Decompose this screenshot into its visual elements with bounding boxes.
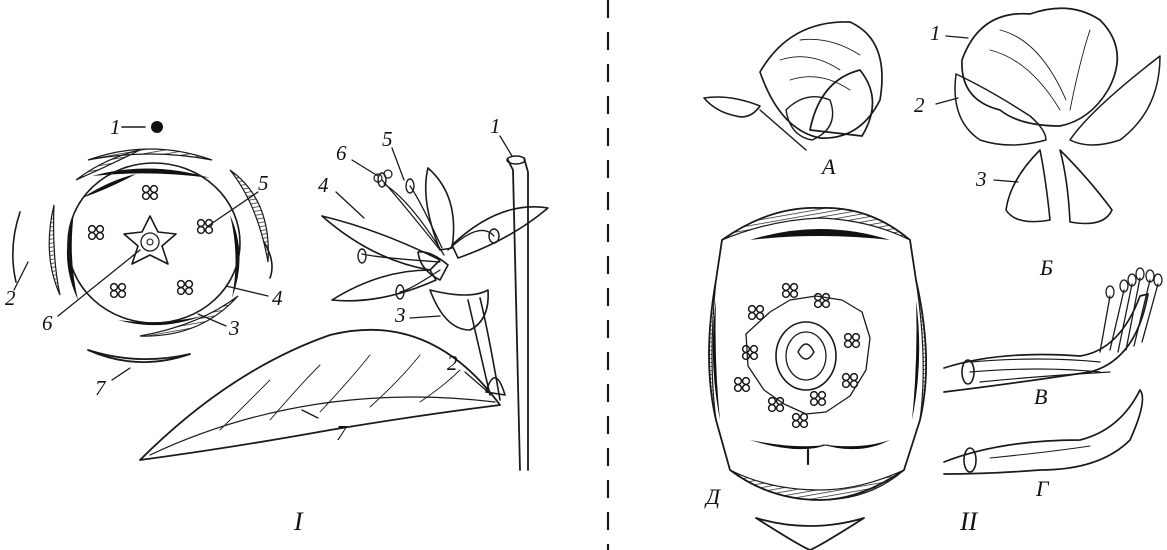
diagram-label-2: 2 <box>5 286 16 310</box>
drawing-label-2: 2 <box>447 351 458 375</box>
part-label-G: Г <box>1035 476 1050 501</box>
diagram-label-3: 3 <box>228 316 240 340</box>
part-label-D: Д <box>704 484 721 509</box>
floral-diagram-I: 1 2 3 4 5 6 7 <box>5 115 283 400</box>
floral-diagram-D <box>709 208 926 550</box>
drawing-label-5: 5 <box>382 127 393 151</box>
stamen-tube-V <box>944 268 1162 392</box>
panel-II-label: II <box>959 507 979 536</box>
petal-label-3: 3 <box>975 167 987 191</box>
diagram-label-7: 7 <box>95 376 107 400</box>
drawing-label-3: 3 <box>394 303 406 327</box>
plant-drawing-I: 1 2 3 4 5 6 7 <box>140 114 548 470</box>
axis-dot <box>151 121 163 133</box>
diagram-label-6: 6 <box>42 311 53 335</box>
petal-label-1: 1 <box>930 21 941 45</box>
diagram-label-1: 1 <box>110 115 121 139</box>
drawing-label-1: 1 <box>490 114 501 138</box>
part-label-B: Б <box>1039 255 1053 280</box>
drawing-label-4: 4 <box>318 173 329 197</box>
flower-side-view-A <box>704 22 882 150</box>
part-label-V: В <box>1034 384 1047 409</box>
diagram-label-5: 5 <box>258 171 269 195</box>
petal-label-2: 2 <box>914 93 925 117</box>
part-label-A: А <box>820 154 836 179</box>
panel-I-label: I <box>293 507 304 536</box>
diagram-label-4: 4 <box>272 286 283 310</box>
drawing-label-6: 6 <box>336 141 347 165</box>
drawing-label-7: 7 <box>336 421 348 445</box>
petals-spread-B <box>936 8 1160 223</box>
